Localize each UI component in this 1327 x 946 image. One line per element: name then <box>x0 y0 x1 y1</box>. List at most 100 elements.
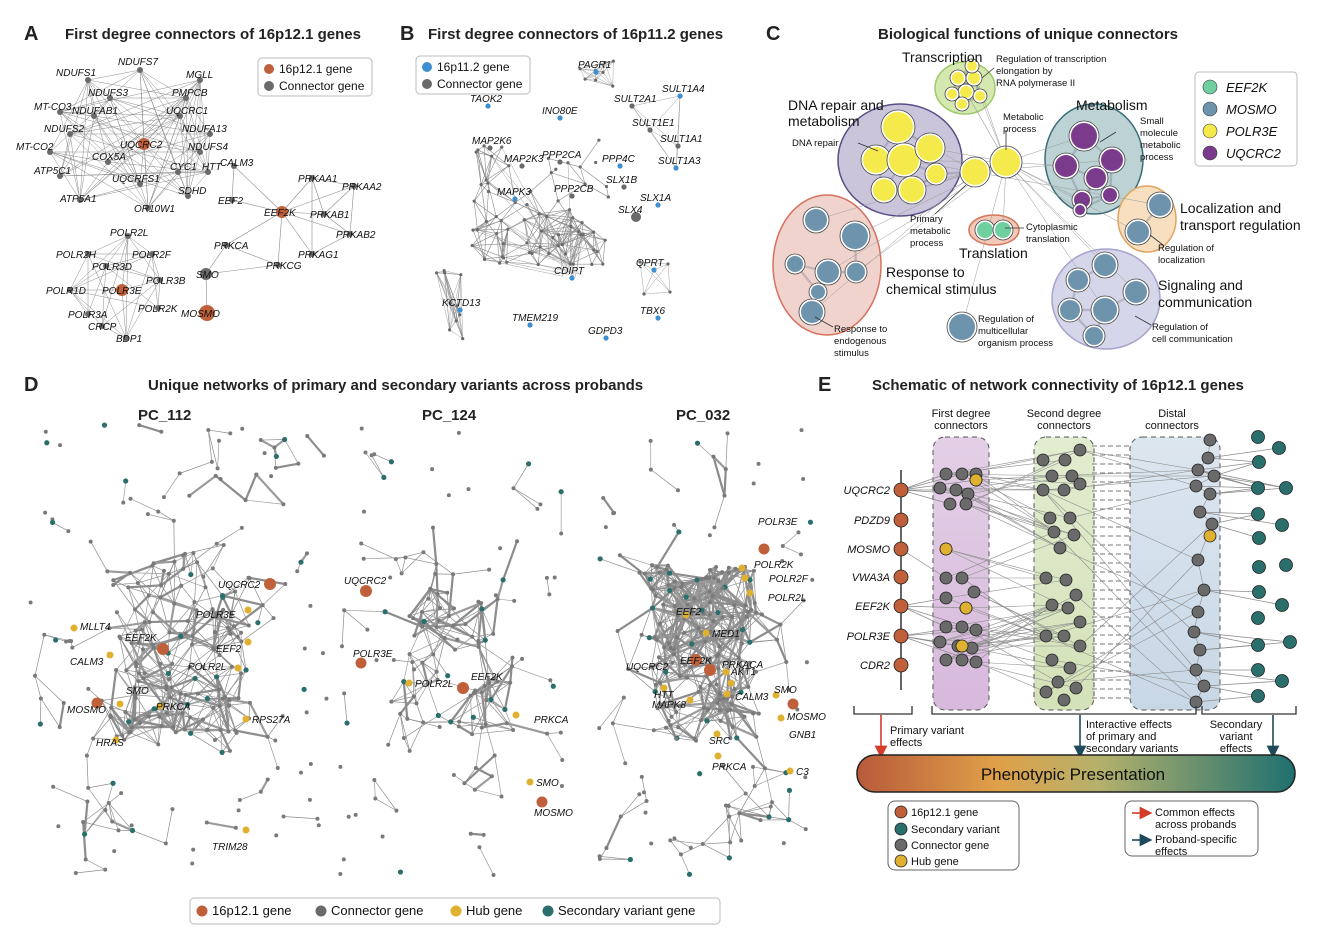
connector-node <box>611 84 615 88</box>
gene-label-trim28: TRIM28 <box>212 842 248 853</box>
secondary-variant-node <box>1251 507 1265 521</box>
connector-node <box>86 686 91 691</box>
network-edge <box>631 105 677 169</box>
network-edge <box>720 720 733 728</box>
network-edge <box>452 602 482 627</box>
network-edge <box>530 191 547 217</box>
connector-node <box>192 600 197 605</box>
node-ndufs1 <box>85 77 91 83</box>
network-edge <box>87 787 113 822</box>
network-edge <box>110 715 133 728</box>
connector-node <box>650 563 655 568</box>
network-edge <box>59 79 201 113</box>
network-edge <box>473 184 482 202</box>
connector-node <box>513 200 517 205</box>
node-eef2k <box>276 206 288 218</box>
term-node <box>1071 123 1097 149</box>
network-edge <box>673 632 685 655</box>
network-edge <box>127 587 150 623</box>
network-edge <box>730 716 745 739</box>
connector-node <box>1058 453 1072 467</box>
network-edge <box>196 562 206 588</box>
secondary-variant-node <box>101 422 108 428</box>
connector-node <box>452 606 457 611</box>
connector-node <box>623 761 628 766</box>
legend-c-eef2k: EEF2K <box>1226 80 1269 95</box>
network-edge <box>175 718 204 734</box>
legend-b-connector-dot <box>422 79 432 89</box>
network-edge <box>126 669 145 674</box>
secondary-variant-node <box>627 856 633 863</box>
connector-node <box>214 541 219 546</box>
network-edge <box>747 611 778 641</box>
network-edge <box>695 579 704 611</box>
connector-node <box>405 716 410 721</box>
connector-node <box>949 483 963 497</box>
connector-node <box>967 585 981 599</box>
connector-node <box>708 568 713 573</box>
network-edge <box>79 171 209 201</box>
network-edge <box>780 624 787 663</box>
connector-node <box>158 661 163 666</box>
network-edge <box>674 605 705 615</box>
network-edge <box>416 683 428 704</box>
network-edge <box>687 579 698 613</box>
connector-node <box>190 633 195 638</box>
network-edge <box>511 658 523 667</box>
network-edge <box>436 272 458 307</box>
connector-node <box>618 814 623 819</box>
network-edge <box>257 604 263 623</box>
node-polr3e <box>355 657 367 669</box>
connector-node <box>448 301 452 305</box>
network-edge <box>473 182 489 202</box>
network-edge <box>509 657 514 683</box>
network-edge <box>547 732 561 734</box>
network-edge <box>496 579 505 600</box>
connector-node <box>195 691 200 696</box>
node-gdpd3 <box>603 335 609 341</box>
node-polr2f <box>741 574 749 582</box>
network-edge <box>569 209 575 266</box>
connector-node <box>473 766 478 771</box>
connector-node <box>361 556 366 561</box>
connector-node <box>601 262 605 266</box>
connector-node <box>269 474 274 479</box>
connector-node <box>107 626 112 631</box>
connector-node <box>410 616 415 621</box>
network-edge <box>670 839 703 845</box>
connector-node <box>164 684 169 689</box>
network-edge <box>202 705 230 720</box>
connector-node <box>136 671 141 676</box>
network-edge <box>485 700 487 725</box>
connector-node <box>103 807 108 812</box>
network-edge <box>644 573 669 586</box>
network-edge <box>1209 487 1287 495</box>
node-eef2 <box>682 611 690 619</box>
connector-node <box>262 451 267 456</box>
network-edge <box>551 172 559 201</box>
connector-node <box>1189 479 1203 493</box>
network-edge <box>619 554 653 566</box>
network-edge <box>87 253 127 339</box>
network-edge <box>506 246 541 263</box>
connector-node <box>727 814 732 819</box>
network-edge <box>562 240 606 261</box>
gene-label-eef2k: EEF2K <box>680 656 713 667</box>
network-edge <box>248 702 251 719</box>
connector-node <box>638 260 642 264</box>
connector-node <box>124 668 129 673</box>
network-edge <box>281 211 313 255</box>
network-edge <box>733 604 748 613</box>
connector-node <box>579 232 583 237</box>
network-edge <box>343 693 348 724</box>
network-edge <box>627 634 642 670</box>
connector-node <box>172 559 177 564</box>
gene-label-ndufs4: NDUFS4 <box>188 142 228 153</box>
gene-label-eef2k: EEF2K <box>125 633 158 644</box>
gene-label-cdipt: CDIPT <box>554 266 585 277</box>
network-edge <box>470 832 484 836</box>
network-edge <box>87 79 187 99</box>
network-edge <box>651 607 666 648</box>
node-eef2k <box>157 643 169 655</box>
term-node <box>811 285 825 299</box>
